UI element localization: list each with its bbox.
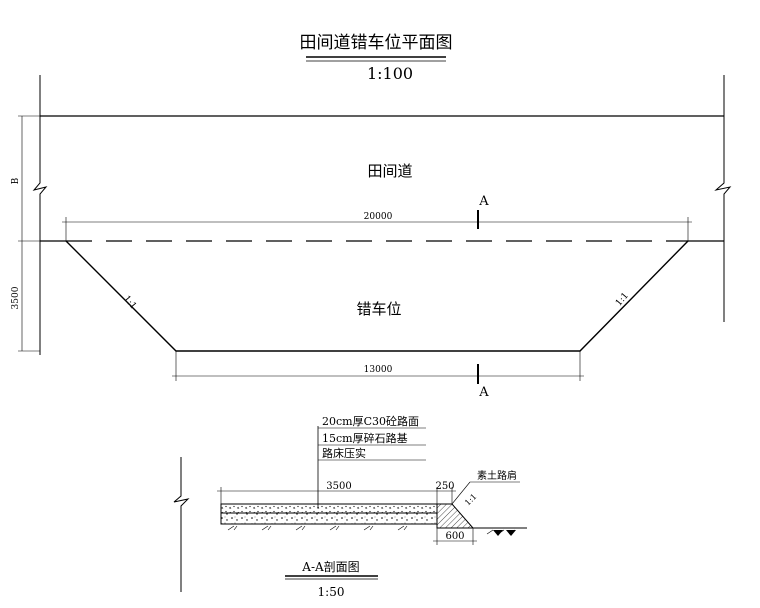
right-boundary-line: [714, 75, 732, 322]
gravel-base-layer: [220, 512, 438, 525]
plan-view: 田间道错车位平面图 1:100 田间道 错车位 1:1 1:1 20000: [11, 33, 732, 400]
dim-3500: 3500: [11, 286, 21, 309]
road-label: 田间道: [367, 162, 412, 180]
dim-600: 600: [445, 531, 464, 542]
layer-3-label: 路床压实: [322, 446, 366, 460]
dimension-top: 20000: [62, 212, 692, 241]
section-mark-bottom: A: [477, 364, 489, 400]
bay-label: 错车位: [356, 300, 401, 318]
dimension-left-chain: B 3500: [11, 115, 40, 352]
svg-text:A: A: [478, 194, 489, 209]
dim-b: B: [11, 177, 21, 184]
passing-bay-outline: [65, 240, 689, 352]
dim-13000: 13000: [364, 365, 393, 375]
section-mark-top: A: [477, 194, 489, 229]
plan-title: 田间道错车位平面图: [300, 33, 453, 53]
slope-label-right: 1:1: [614, 291, 631, 309]
dim-250: 250: [435, 481, 454, 492]
dim-3500-section: 3500: [326, 481, 351, 492]
section-view: 20cm厚C30砼路面 15cm厚碎石路基 路床压实 3500 250: [173, 415, 527, 599]
plan-scale: 1:100: [367, 64, 413, 83]
layer-1-label: 20cm厚C30砼路面: [322, 415, 419, 428]
concrete-layer: [220, 503, 438, 514]
left-boundary-line: [32, 75, 48, 355]
shoulder-leader: [451, 481, 471, 505]
section-slope-label: 1:1: [463, 492, 478, 507]
section-break-line: [173, 457, 190, 592]
dimension-bottom: 13000: [172, 351, 584, 381]
section-scale: 1:50: [318, 585, 345, 599]
ground-symbol: [493, 530, 503, 536]
layer-2-label: 15cm厚碎石路基: [322, 431, 408, 445]
dim-20000: 20000: [364, 212, 393, 222]
svg-text:A: A: [478, 385, 489, 400]
section-title: A-A剖面图: [301, 560, 359, 574]
earth-shoulder: [436, 503, 475, 529]
section-dims-bottom: 600: [433, 528, 477, 545]
slope-label-left: 1:1: [121, 294, 138, 312]
shoulder-label: 素土路肩: [477, 469, 517, 482]
section-dims-top: 3500 250: [217, 481, 456, 504]
